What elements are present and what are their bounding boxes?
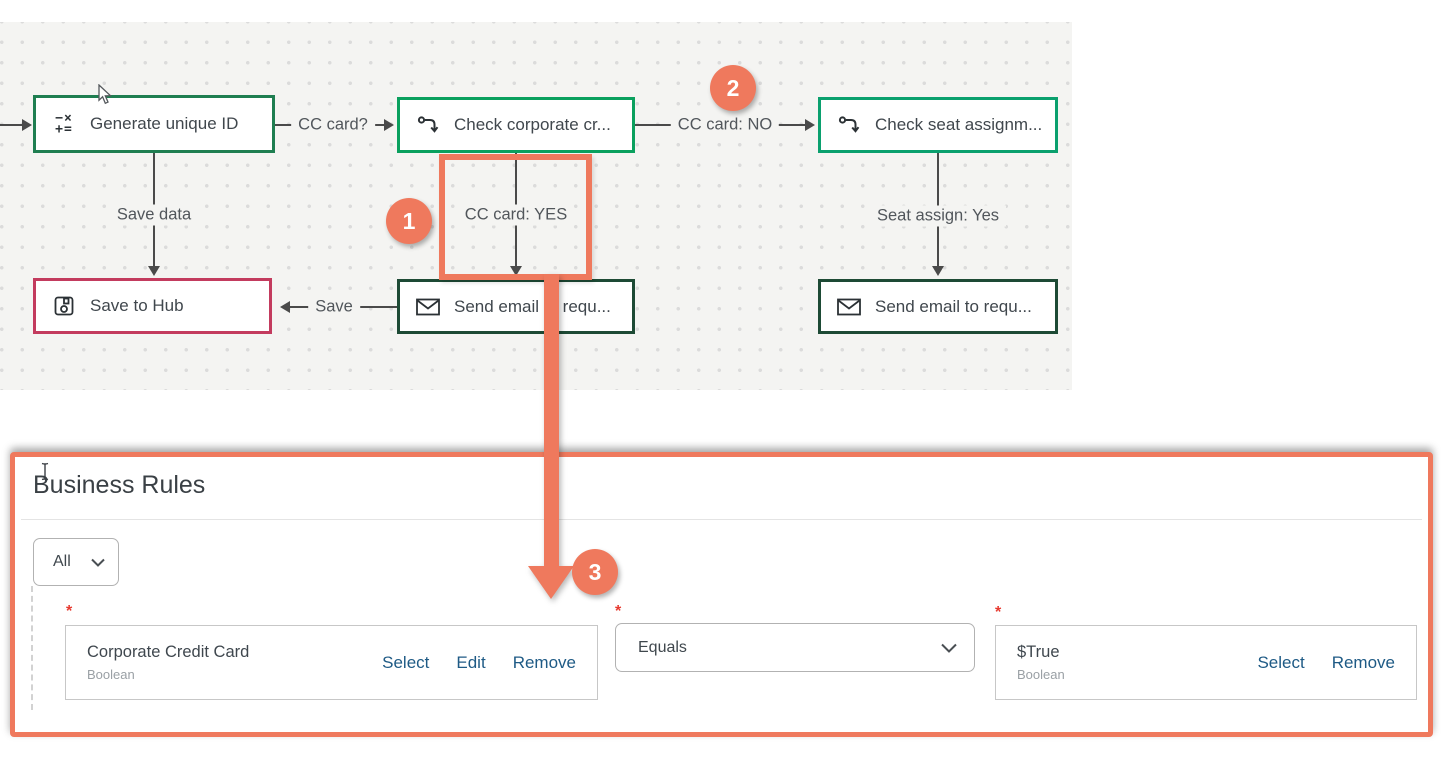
branch-icon bbox=[836, 112, 862, 138]
callout-badge-3: 3 bbox=[572, 549, 618, 595]
callout-badge-1: 1 bbox=[386, 198, 432, 244]
connection-highlight-box bbox=[439, 154, 592, 280]
edge-label-cc-card-no[interactable]: CC card: NO bbox=[670, 114, 780, 136]
node-label: Send email to requ... bbox=[875, 296, 1032, 316]
node-generate-unique-id[interactable]: −×+= Generate unique ID bbox=[33, 95, 275, 153]
select-link[interactable]: Select bbox=[382, 652, 430, 672]
remove-link[interactable]: Remove bbox=[1331, 652, 1395, 672]
edge-label-seat-assign-yes[interactable]: Seat assign: Yes bbox=[869, 205, 1007, 227]
node-label: Generate unique ID bbox=[90, 114, 239, 133]
operand-type: Boolean bbox=[87, 667, 135, 682]
edge-save-data-arrowhead bbox=[148, 266, 160, 282]
edge-entry-line bbox=[0, 124, 23, 126]
panel-divider bbox=[21, 519, 1422, 520]
callout-badge-2: 2 bbox=[710, 65, 756, 111]
operator-select[interactable]: Equals bbox=[615, 623, 975, 672]
operand-type: Boolean bbox=[1017, 667, 1065, 682]
edge-ccard-no-arrowhead bbox=[805, 119, 821, 131]
required-marker: * bbox=[615, 603, 622, 620]
edit-link[interactable]: Edit bbox=[456, 652, 486, 672]
remove-link[interactable]: Remove bbox=[512, 652, 576, 672]
node-label: Check seat assignm... bbox=[875, 115, 1043, 134]
rule-right-operand-card[interactable]: $True Boolean Select Remove bbox=[995, 625, 1417, 700]
business-rules-panel: Business Rules All * Corporate Credit Ca… bbox=[10, 452, 1433, 737]
node-save-to-hub[interactable]: Save to Hub bbox=[33, 278, 272, 334]
select-link[interactable]: Select bbox=[1257, 652, 1305, 672]
edge-label-save[interactable]: Save bbox=[308, 296, 360, 318]
mouse-cursor-icon bbox=[98, 83, 113, 110]
math-operations-icon: −×+= bbox=[55, 111, 73, 137]
node-label: Send email to requ... bbox=[454, 296, 611, 316]
rule-left-operand-card[interactable]: Corporate Credit Card Boolean Select Edi… bbox=[65, 625, 598, 700]
node-check-corporate-credit[interactable]: Check corporate cr... bbox=[397, 97, 635, 153]
save-icon bbox=[51, 293, 77, 319]
operand-name: Corporate Credit Card bbox=[87, 643, 250, 661]
edge-ccard-arrowhead bbox=[384, 119, 400, 131]
text-cursor-icon bbox=[39, 462, 51, 486]
edge-seat-assign-arrowhead bbox=[932, 266, 944, 282]
node-label: Save to Hub bbox=[90, 296, 184, 315]
node-check-seat-assignment[interactable]: Check seat assignm... bbox=[818, 97, 1058, 153]
edge-save-arrowhead bbox=[274, 301, 290, 313]
filter-select-value: All bbox=[53, 553, 71, 570]
operator-select-value: Equals bbox=[638, 638, 687, 656]
node-send-email-requester-2[interactable]: Send email to requ... bbox=[818, 279, 1058, 334]
chevron-down-icon bbox=[941, 643, 957, 653]
panel-title: Business Rules bbox=[33, 471, 206, 499]
edge-label-save-data[interactable]: Save data bbox=[109, 204, 199, 226]
edge-entry-arrowhead bbox=[22, 119, 38, 131]
edge-ccard-yes-arrowhead bbox=[510, 266, 522, 282]
edge-label-cc-card[interactable]: CC card? bbox=[291, 114, 375, 136]
node-send-email-requester-1[interactable]: Send email to requ... bbox=[397, 279, 635, 334]
branch-icon bbox=[415, 112, 441, 138]
operand-info: Corporate Credit Card Boolean bbox=[87, 643, 249, 682]
operand-info: $True Boolean bbox=[1017, 643, 1065, 682]
email-icon bbox=[415, 294, 441, 320]
email-icon bbox=[836, 294, 862, 320]
rules-filter-select[interactable]: All bbox=[33, 538, 119, 586]
required-marker: * bbox=[995, 604, 1002, 621]
required-marker: * bbox=[66, 603, 73, 620]
rule-tree-guide-line bbox=[31, 586, 33, 710]
edge-label-cc-card-yes[interactable]: CC card: YES bbox=[457, 204, 575, 226]
node-label: Check corporate cr... bbox=[454, 115, 611, 134]
operand-name: $True bbox=[1017, 643, 1060, 661]
chevron-down-icon bbox=[91, 558, 105, 567]
